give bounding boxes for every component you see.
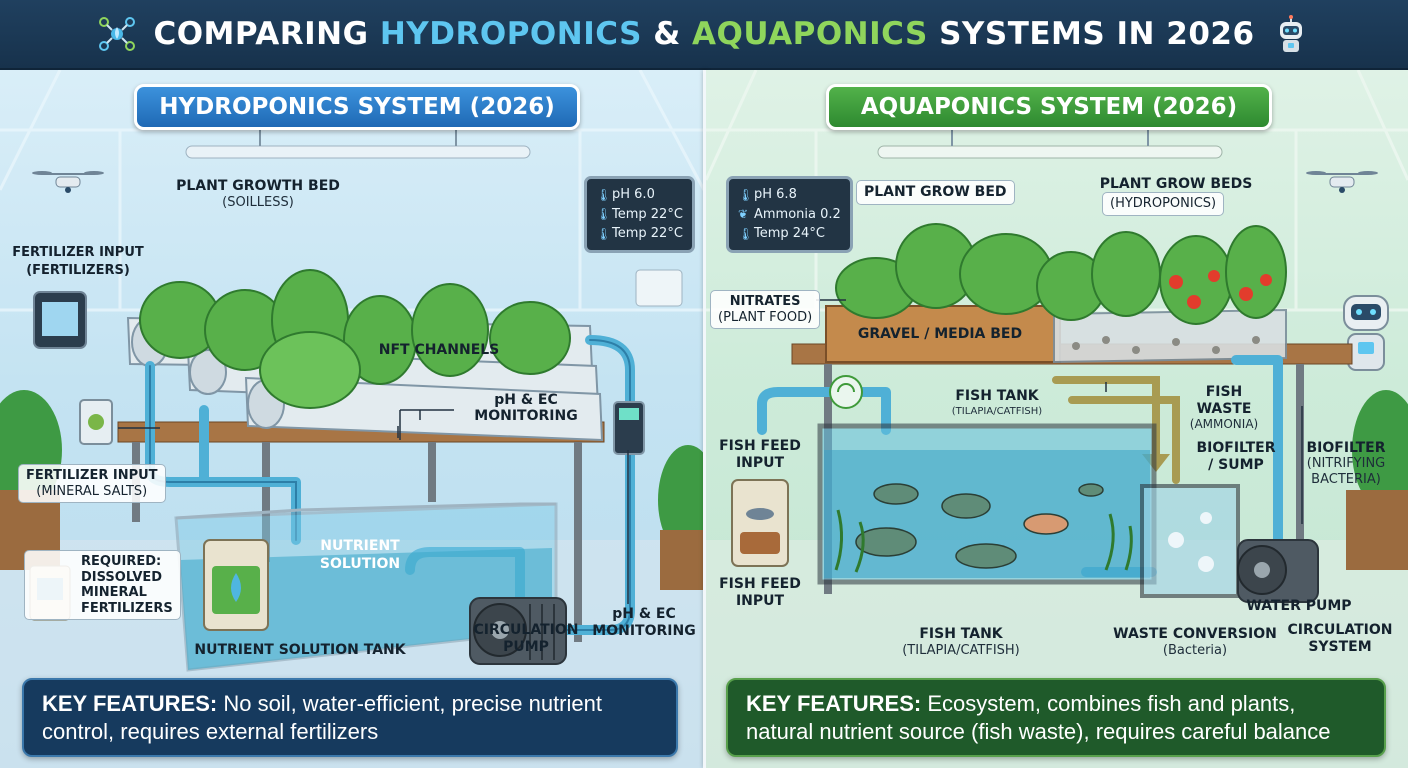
title-aquaponics: AQUAPONICS xyxy=(692,16,928,52)
label-fish-waste-a: FISH xyxy=(1205,384,1243,400)
label-ph-ec-1b: MONITORING xyxy=(474,408,578,424)
hydro-sensor-display: 🌡pH 6.0 🌡Temp 22°C 🌡Temp 22°C xyxy=(584,176,695,253)
label-hydroponics-sub: (HYDROPONICS) xyxy=(1102,192,1225,216)
label-circulation-pump-b: PUMP xyxy=(503,639,549,655)
aquaponics-panel: AQUAPONICS SYSTEM (2026) 🌡pH 6.8 ❦Ammoni… xyxy=(706,70,1408,768)
hydro-key-features: KEY FEATURES: No soil, water-efficient, … xyxy=(22,678,678,757)
label-fish-waste-b: WASTE xyxy=(1196,401,1252,417)
hydroponics-section-title: HYDROPONICS SYSTEM (2026) xyxy=(134,84,580,130)
network-water-icon xyxy=(99,17,136,51)
label-mineral-salts: (MINERAL SALTS) xyxy=(36,483,148,499)
label-fish-feed-input-bot-a: FISH FEED xyxy=(719,576,801,592)
label-required-2: DISSOLVED xyxy=(81,569,163,585)
thermometer-icon: 🌡 xyxy=(596,207,612,222)
label-required-fertilizers: REQUIRED: DISSOLVED MINERAL FERTILIZERS xyxy=(24,550,181,621)
label-biofilter-sump-b: / SUMP xyxy=(1208,457,1264,473)
label-circulation-system-a: CIRCULATION xyxy=(1287,622,1393,638)
label-circulation-system-b: SYSTEM xyxy=(1308,639,1372,655)
title-prefix: COMPARING xyxy=(153,16,380,52)
label-nutrient-solution-tank: NUTRIENT SOLUTION TANK xyxy=(194,642,406,658)
hydro-sensor-temp-2: Temp 22°C xyxy=(612,226,683,241)
hydro-key-label: KEY FEATURES: xyxy=(42,691,218,716)
aqua-key-text: Ecosystem, combines fish and plants, nat… xyxy=(746,691,1331,744)
title-amp: & xyxy=(641,16,693,52)
page-title: COMPARING HYDROPONICS & AQUAPONICS SYSTE… xyxy=(153,16,1254,52)
aqua-sensor-ammonia: Ammonia 0.2 xyxy=(754,206,841,222)
label-circulation-pump-a: CIRCULATION xyxy=(473,622,579,638)
robot-icon xyxy=(1279,15,1302,52)
aqua-key-features: KEY FEATURES: Ecosystem, combines fish a… xyxy=(726,678,1386,757)
label-fish-tank-bot-sub: (TILAPIA/CATFISH) xyxy=(902,643,1020,658)
label-nitrates: NITRATES (PLANT FOOD) xyxy=(710,290,821,330)
title-hydroponics: HYDROPONICS xyxy=(379,16,642,52)
label-fish-tank-bot: FISH TANK xyxy=(919,626,1003,642)
header-bar: COMPARING HYDROPONICS & AQUAPONICS SYSTE… xyxy=(0,0,1408,70)
thermometer-icon: 🌡 xyxy=(738,187,754,202)
label-plant-food: (PLANT FOOD) xyxy=(718,309,813,325)
label-required-1: REQUIRED: xyxy=(81,554,162,569)
label-bacteria: BACTERIA) xyxy=(1311,472,1381,487)
label-required-4: FERTILIZERS xyxy=(81,600,173,616)
label-water-pump: WATER PUMP xyxy=(1246,598,1352,614)
label-biofilter: BIOFILTER xyxy=(1306,440,1386,456)
label-soilless: (SOILLESS) xyxy=(222,195,294,210)
label-plant-grow-bed: PLANT GROW BED xyxy=(856,180,1015,205)
thermometer-icon: 🌡 xyxy=(596,226,612,241)
label-required-3: MINERAL xyxy=(81,585,147,601)
label-nitrates-title: NITRATES xyxy=(729,294,801,309)
label-fertilizers: (FERTILIZERS) xyxy=(26,263,130,278)
hydroponics-panel: HYDROPONICS SYSTEM (2026) 🌡pH 6.0 🌡Temp … xyxy=(0,70,704,768)
hydroponics-illustration xyxy=(0,70,704,768)
leaf-icon: ❦ xyxy=(738,207,749,222)
label-fish-feed-input-bot-b: INPUT xyxy=(735,593,785,609)
label-ammonia: (AMMONIA) xyxy=(1189,417,1259,431)
label-ph-ec-1a: pH & EC xyxy=(494,392,558,408)
label-plant-grow-beds: PLANT GROW BEDS xyxy=(1099,176,1253,192)
label-ph-ec-2a: pH & EC xyxy=(612,606,676,622)
label-ph-ec-2b: MONITORING xyxy=(592,623,696,639)
hydro-sensor-temp-1: Temp 22°C xyxy=(612,206,683,222)
label-fertilizer-input-mid: FERTILIZER INPUT (MINERAL SALTS) xyxy=(18,464,166,504)
label-biofilter-sump-a: BIOFILTER xyxy=(1196,440,1276,456)
label-nitrifying: (NITRIFYING xyxy=(1306,456,1386,471)
label-nutrient-solution-a: NUTRIENT xyxy=(320,538,400,554)
aqua-sensor-temp: Temp 24°C xyxy=(754,226,825,241)
title-suffix: SYSTEMS IN 2026 xyxy=(927,16,1255,52)
label-fertilizer-input-top: FERTILIZER INPUT xyxy=(12,245,144,260)
label-waste-conversion: WASTE CONVERSION xyxy=(1113,626,1277,642)
label-plant-growth-bed: PLANT GROWTH BED xyxy=(176,178,340,194)
label-nutrient-solution-b: SOLUTION xyxy=(319,556,401,572)
aqua-sensor-display: 🌡pH 6.8 ❦Ammonia 0.2 🌡Temp 24°C xyxy=(726,176,853,253)
label-fish-feed-input-top-a: FISH FEED xyxy=(719,438,801,454)
aquaponics-illustration xyxy=(706,70,1408,768)
thermometer-icon: 🌡 xyxy=(596,187,612,202)
hydro-key-text: No soil, water-efficient, precise nutrie… xyxy=(42,691,602,744)
label-nft-channels: NFT CHANNELS xyxy=(378,342,500,358)
label-waste-conversion-sub: (Bacteria) xyxy=(1162,643,1228,658)
aqua-sensor-ph: pH 6.8 xyxy=(754,187,797,202)
label-fish-tank-top: FISH TANK xyxy=(955,388,1039,404)
panel-divider xyxy=(703,70,707,768)
hydro-sensor-ph: pH 6.0 xyxy=(612,187,655,202)
thermometer-icon: 🌡 xyxy=(738,226,754,241)
label-fertilizer-input-mid-title: FERTILIZER INPUT xyxy=(26,468,158,483)
aquaponics-section-title: AQUAPONICS SYSTEM (2026) xyxy=(826,84,1272,130)
label-fish-tank-top-sub: (TILAPIA/CATFISH) xyxy=(951,406,1043,417)
label-fish-feed-input-top-b: INPUT xyxy=(735,455,785,471)
label-gravel-media-bed: GRAVEL / MEDIA BED xyxy=(857,326,1023,342)
aqua-key-label: KEY FEATURES: xyxy=(746,691,922,716)
